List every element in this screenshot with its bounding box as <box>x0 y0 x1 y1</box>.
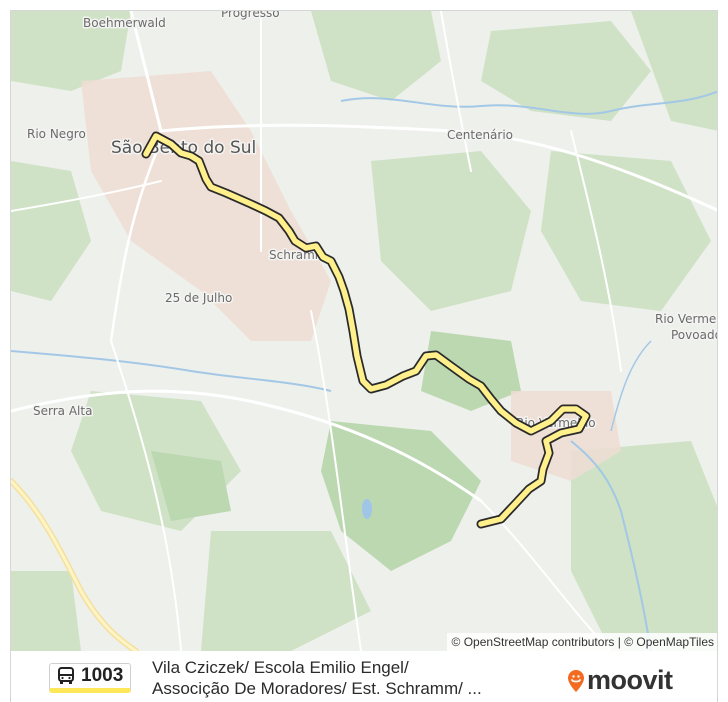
route-description-line-2: Associção De Moradores/ Est. Schramm/ ..… <box>152 679 482 698</box>
map-view[interactable]: Boehmerwald Progresso Rio Negro São Bent… <box>11 11 718 651</box>
moovit-pin-icon <box>568 669 584 692</box>
place-label-centenario: Centenário <box>447 128 513 142</box>
route-badge: 1003 <box>49 663 132 693</box>
route-footer: 1003 Vila Cziczek/ Escola Emilio Engel/ … <box>11 651 717 702</box>
place-label-rio-negro: Rio Negro <box>27 127 86 141</box>
map-canvas: Boehmerwald Progresso Rio Negro São Bent… <box>11 11 718 651</box>
dense-forest-areas <box>151 331 521 571</box>
map-attribution[interactable]: © OpenStreetMap contributors | © OpenMap… <box>446 633 717 651</box>
route-number: 1003 <box>81 665 124 686</box>
forest-areas <box>11 11 717 651</box>
place-label-25-de-julho: 25 de Julho <box>165 291 232 305</box>
moovit-wordmark: moovit <box>587 665 673 695</box>
place-label-povoado: Povoado <box>671 328 718 342</box>
water-features <box>11 90 717 651</box>
place-label-progresso: Progresso <box>221 11 280 20</box>
moovit-logo[interactable]: moovit <box>567 665 673 696</box>
route-description: Vila Cziczek/ Escola Emilio Engel/ Assoc… <box>152 657 552 699</box>
place-label-serra-alta: Serra Alta <box>33 404 92 418</box>
roads <box>11 11 717 651</box>
place-label-rio-vermelho: Rio Vermelho <box>655 312 718 326</box>
route-description-line-1: Vila Cziczek/ Escola Emilio Engel/ <box>152 658 409 677</box>
place-label-boehmerwald: Boehmerwald <box>83 16 166 30</box>
map-widget: Boehmerwald Progresso Rio Negro São Bent… <box>10 10 718 702</box>
bus-route-line <box>141 131 591 529</box>
bus-icon <box>58 667 74 684</box>
